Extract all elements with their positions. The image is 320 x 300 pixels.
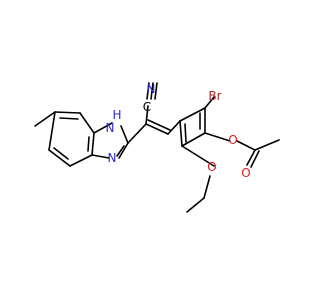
chemical-structure: N C H N N Br O O O [34, 82, 280, 213]
imidazole-nh-nitrogen-label: N [106, 121, 115, 135]
nitrile-nitrogen-label: N [147, 82, 156, 96]
ester-oxygen-label: O [228, 133, 237, 147]
imidazole-nitrogen-label: N [108, 151, 117, 165]
bromine-label: Br [208, 89, 221, 103]
imidazole-nh-hydrogen-label: H [112, 108, 121, 122]
atom-labels: N C H N N Br O O O [106, 82, 251, 180]
nitrile-carbon-label: C [143, 100, 151, 114]
ether-oxygen-label: O [207, 160, 216, 174]
carbonyl-oxygen-label: O [241, 166, 250, 180]
bond-lines [34, 82, 280, 213]
